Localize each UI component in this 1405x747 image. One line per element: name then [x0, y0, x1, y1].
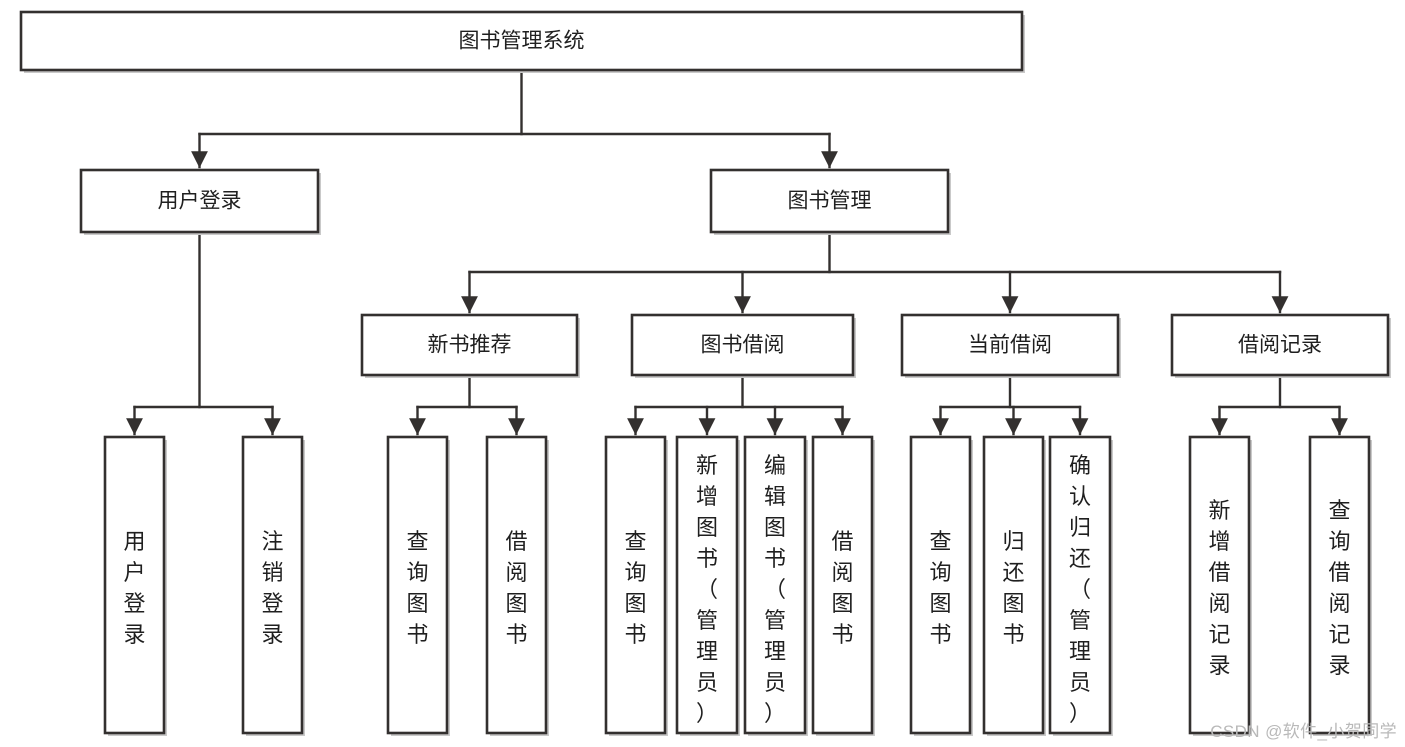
node-user-login[interactable]: 用户登录	[79, 168, 321, 235]
node-leaf-edit-book[interactable]: 编辑图书（管理员）	[743, 435, 808, 736]
node-label: 图书管理	[788, 190, 872, 213]
node-label: 查询图书	[624, 529, 646, 647]
node-leaf-query-record[interactable]: 查询借阅记录	[1308, 435, 1372, 736]
node-label: 查询图书	[929, 529, 951, 647]
node-leaf-query-book-2[interactable]: 查询图书	[604, 435, 668, 736]
node-rect[interactable]	[900, 313, 1120, 377]
node-label: 新增借阅记录	[1208, 498, 1230, 678]
node-label: 借阅记录	[1238, 334, 1322, 357]
connector-layer	[126, 68, 1348, 436]
node-leaf-return-book[interactable]: 归还图书	[982, 435, 1046, 736]
node-rect[interactable]	[79, 168, 320, 234]
node-leaf-query-book-1[interactable]: 查询图书	[386, 435, 450, 736]
node-label: 注销登录	[261, 529, 283, 647]
node-new-book-rec[interactable]: 新书推荐	[360, 313, 580, 378]
node-root[interactable]: 图书管理系统	[19, 10, 1025, 73]
node-leaf-user-logout[interactable]: 注销登录	[241, 435, 305, 736]
node-rect[interactable]	[1170, 313, 1390, 377]
node-label: 编辑图书（管理员）	[764, 453, 786, 726]
node-rect[interactable]	[360, 313, 579, 377]
node-leaf-query-book-3[interactable]: 查询图书	[909, 435, 973, 736]
node-label: 新增图书（管理员）	[696, 453, 718, 726]
node-rect[interactable]	[630, 313, 855, 377]
watermark-text: CSDN @软件_小贺同学	[1210, 722, 1397, 741]
node-rect[interactable]	[982, 435, 1045, 735]
node-label: 图书管理系统	[459, 30, 585, 53]
node-label: 用户登录	[123, 529, 145, 647]
node-leaf-confirm-return[interactable]: 确认归还（管理员）	[1048, 435, 1113, 736]
node-rect[interactable]	[675, 435, 739, 735]
node-label: 归还图书	[1002, 529, 1024, 647]
node-rect[interactable]	[103, 435, 166, 735]
node-rect[interactable]	[743, 435, 807, 735]
node-book-borrow[interactable]: 图书借阅	[630, 313, 856, 378]
node-book-manage[interactable]: 图书管理	[709, 168, 951, 235]
node-current-borrow[interactable]: 当前借阅	[900, 313, 1121, 378]
node-label: 当前借阅	[968, 334, 1052, 357]
node-rect[interactable]	[386, 435, 449, 735]
node-rect[interactable]	[709, 168, 950, 234]
node-label: 借阅图书	[831, 529, 853, 647]
node-leaf-add-book[interactable]: 新增图书（管理员）	[675, 435, 740, 736]
node-rect[interactable]	[1048, 435, 1112, 735]
node-borrow-record[interactable]: 借阅记录	[1170, 313, 1391, 378]
node-rect[interactable]	[485, 435, 548, 735]
node-layer: 图书管理系统用户登录图书管理新书推荐图书借阅当前借阅借阅记录用户登录注销登录查询…	[19, 10, 1391, 736]
node-label: 确认归还（管理员）	[1069, 453, 1091, 726]
node-rect[interactable]	[1308, 435, 1371, 735]
node-leaf-borrow-book-1[interactable]: 借阅图书	[485, 435, 549, 736]
node-leaf-add-record[interactable]: 新增借阅记录	[1188, 435, 1252, 736]
node-rect[interactable]	[241, 435, 304, 735]
node-rect[interactable]	[19, 10, 1024, 72]
node-label: 查询图书	[406, 529, 428, 647]
node-rect[interactable]	[1188, 435, 1251, 735]
node-leaf-user-login[interactable]: 用户登录	[103, 435, 167, 736]
node-label: 借阅图书	[505, 529, 527, 647]
node-label: 用户登录	[158, 190, 242, 213]
node-label: 图书借阅	[701, 334, 785, 357]
node-label: 查询借阅记录	[1328, 498, 1350, 678]
node-rect[interactable]	[909, 435, 972, 735]
node-rect[interactable]	[811, 435, 874, 735]
node-rect[interactable]	[604, 435, 667, 735]
node-label: 新书推荐	[428, 334, 512, 357]
node-leaf-borrow-book-2[interactable]: 借阅图书	[811, 435, 875, 736]
